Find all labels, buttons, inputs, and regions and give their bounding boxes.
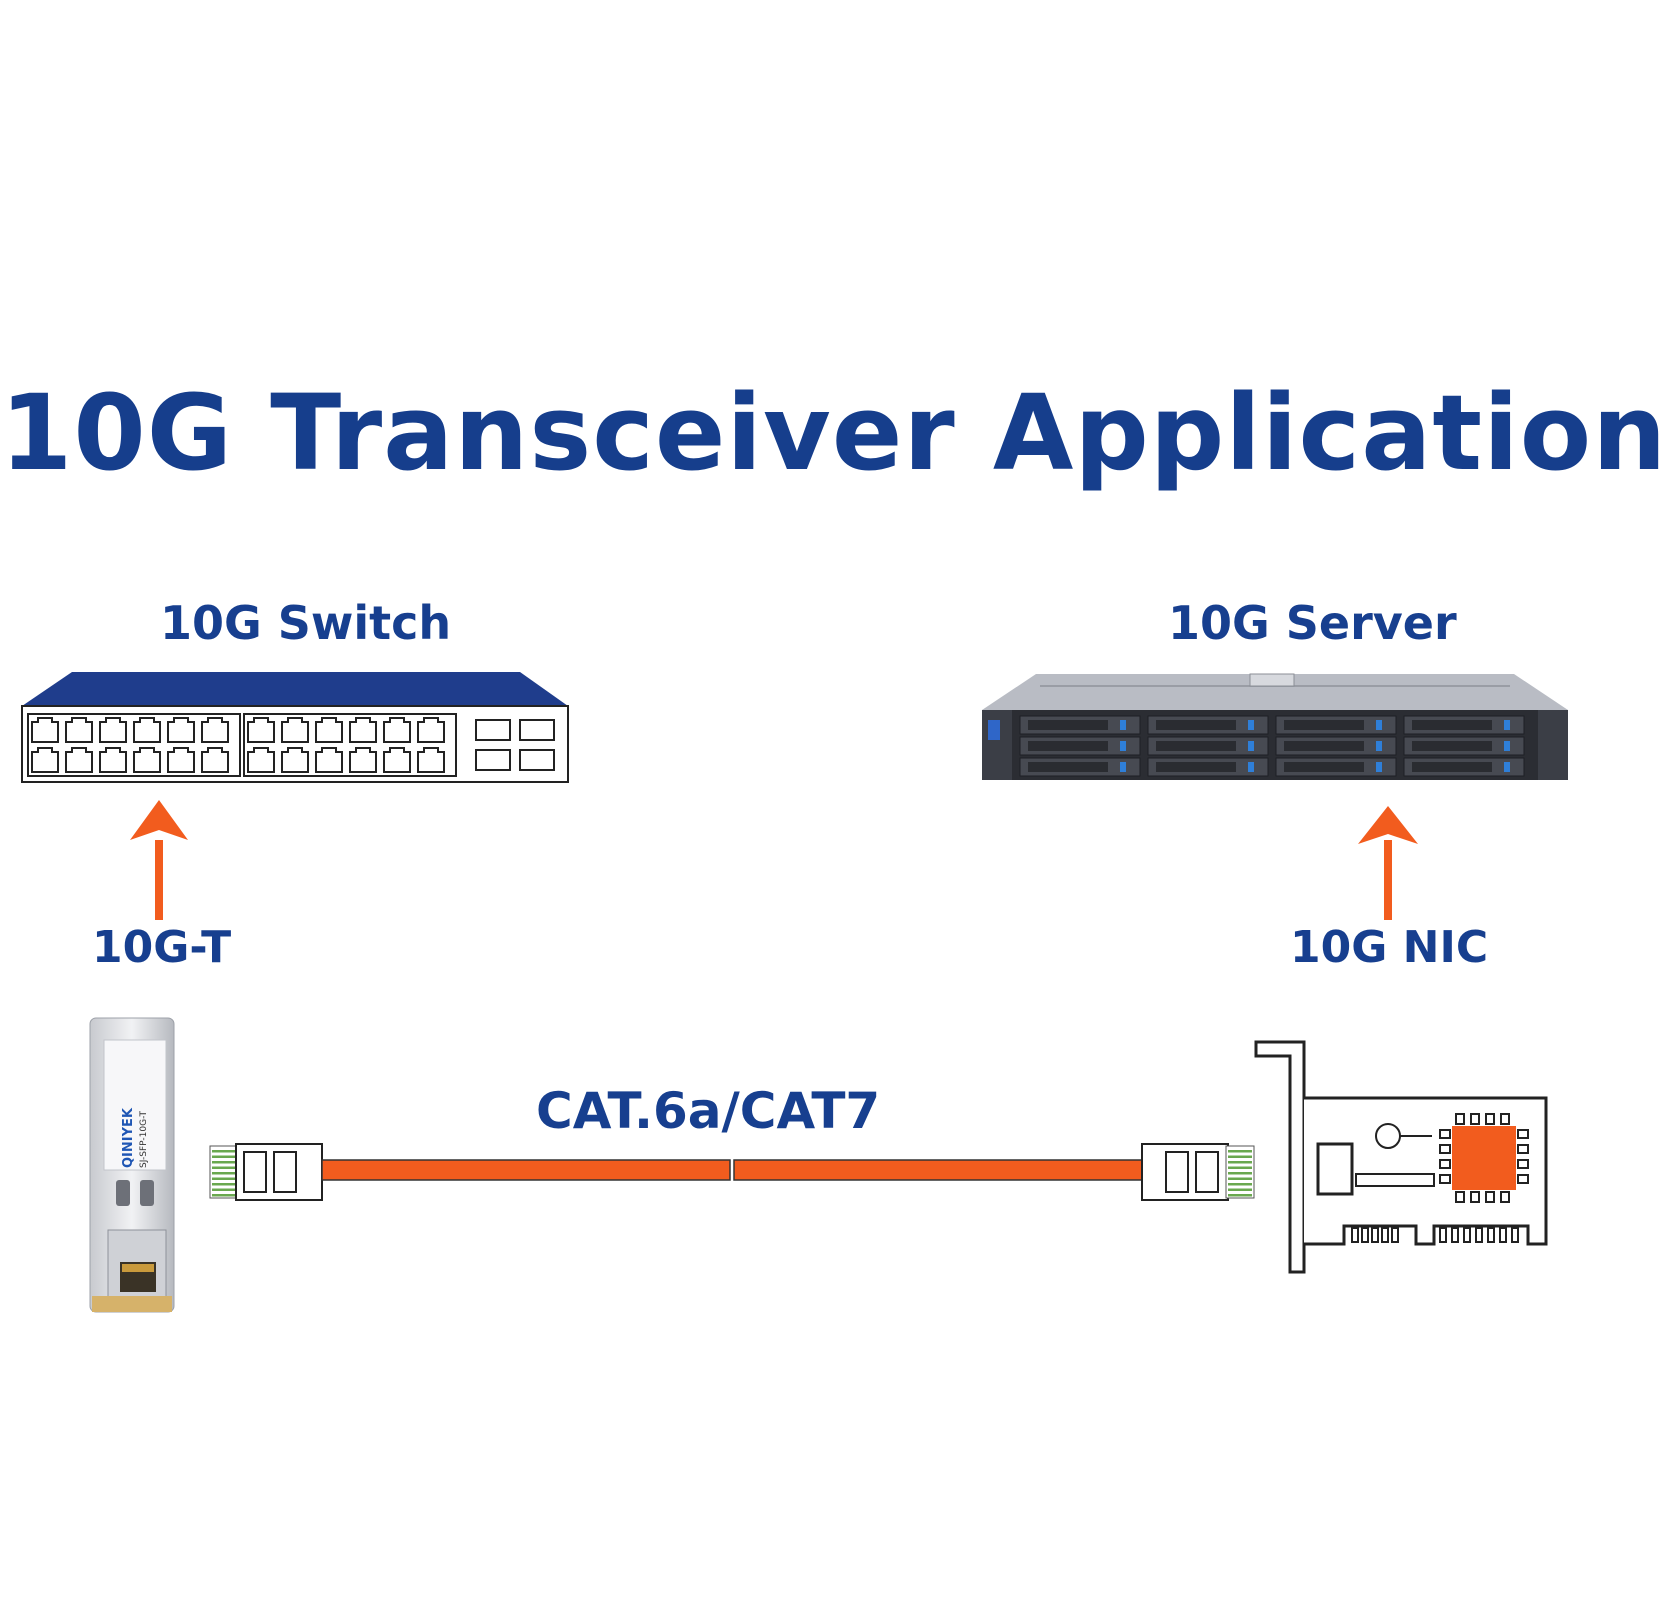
sfp-module-icon: QINIYEK SJ-SFP-10G-T: [89, 1017, 175, 1313]
nic-label: 10G NIC: [1290, 922, 1489, 973]
cable-segment: [321, 1159, 731, 1181]
rj45-plug-icon: [1141, 1143, 1255, 1201]
arrow-up-icon: [1358, 806, 1418, 920]
module-brand-text: QINIYEK: [121, 1107, 136, 1168]
cable-label: CAT.6a/CAT7: [536, 1082, 881, 1140]
diagram-canvas: QINIYEK SJ-SFP-10G-T: [21, 672, 1568, 1313]
server-label: 10G Server: [1168, 596, 1457, 650]
server-icon: [982, 673, 1568, 780]
transceiver-label: 10G-T: [92, 922, 232, 973]
arrow-up-icon: [130, 800, 188, 920]
cable-segment: [733, 1159, 1143, 1181]
rj45-plug-icon: [209, 1143, 323, 1201]
nic-card-icon: [1254, 1040, 1548, 1274]
switch-icon: [21, 672, 569, 783]
switch-label: 10G Switch: [160, 596, 452, 650]
module-model-text: SJ-SFP-10G-T: [139, 1110, 149, 1168]
page-title: 10G Transceiver Application: [0, 372, 1667, 494]
